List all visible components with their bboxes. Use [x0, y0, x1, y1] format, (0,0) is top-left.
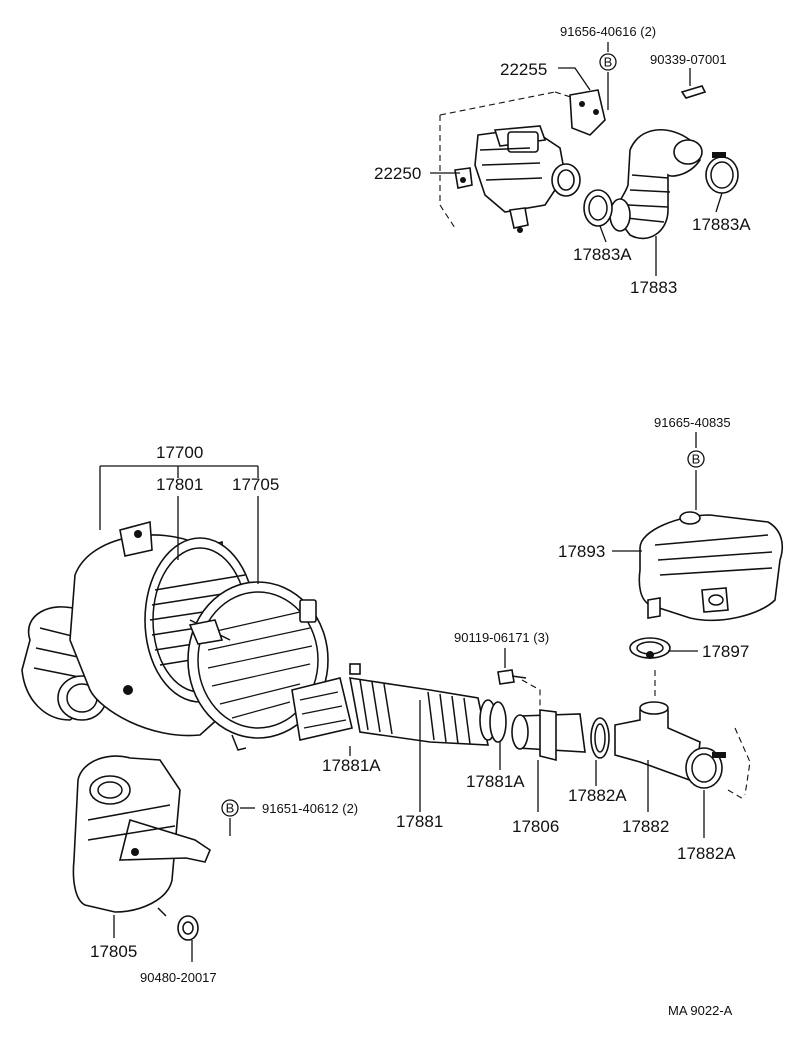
svg-text:B: B [226, 801, 235, 816]
label-17883A-right: 17883A [692, 215, 751, 234]
label-17882A-left: 17882A [568, 786, 627, 805]
label-17881A-right: 17881A [466, 772, 525, 791]
leader-lines [99, 42, 723, 962]
label-17805: 17805 [90, 942, 137, 961]
label-90119-06171: 90119-06171 (3) [454, 630, 549, 645]
label-17882A-right: 17882A [677, 844, 736, 863]
label-22250: 22250 [374, 164, 421, 183]
clamp-17897 [629, 637, 671, 659]
label-91665-40835: 91665-40835 [654, 415, 731, 430]
bolt-mark-b-lower: B [221, 799, 239, 817]
label-17883: 17883 [630, 278, 677, 297]
label-17806: 17806 [512, 817, 559, 836]
label-17881: 17881 [396, 812, 443, 831]
hose-17883 [583, 129, 739, 240]
label-22255: 22255 [500, 60, 547, 79]
label-17801: 17801 [156, 475, 203, 494]
svg-text:B: B [692, 452, 701, 467]
diagram-code: MA 9022-A [668, 1003, 733, 1018]
label-17705: 17705 [232, 475, 279, 494]
label-17881A-left: 17881A [322, 756, 381, 775]
intake-hoses [291, 663, 751, 801]
bolt-mark-b-top: B [599, 53, 617, 71]
label-17700: 17700 [156, 443, 203, 462]
resonator-17893 [638, 511, 784, 622]
air-flow-meter-assembly [439, 85, 707, 233]
label-90480-20017: 90480-20017 [140, 970, 217, 985]
label-91656-40616: 91656-40616 (2) [560, 24, 656, 39]
label-91651-40612: 91651-40612 (2) [262, 801, 358, 816]
label-17883A-left: 17883A [573, 245, 632, 264]
bolt-mark-b-right: B [687, 450, 705, 468]
bracket-17805 [72, 755, 211, 941]
label-90339-07001: 90339-07001 [650, 52, 727, 67]
label-17897: 17897 [702, 642, 749, 661]
label-17893: 17893 [558, 542, 605, 561]
air-cleaner-assembly [21, 520, 329, 751]
label-17882: 17882 [622, 817, 669, 836]
svg-text:B: B [604, 55, 613, 70]
